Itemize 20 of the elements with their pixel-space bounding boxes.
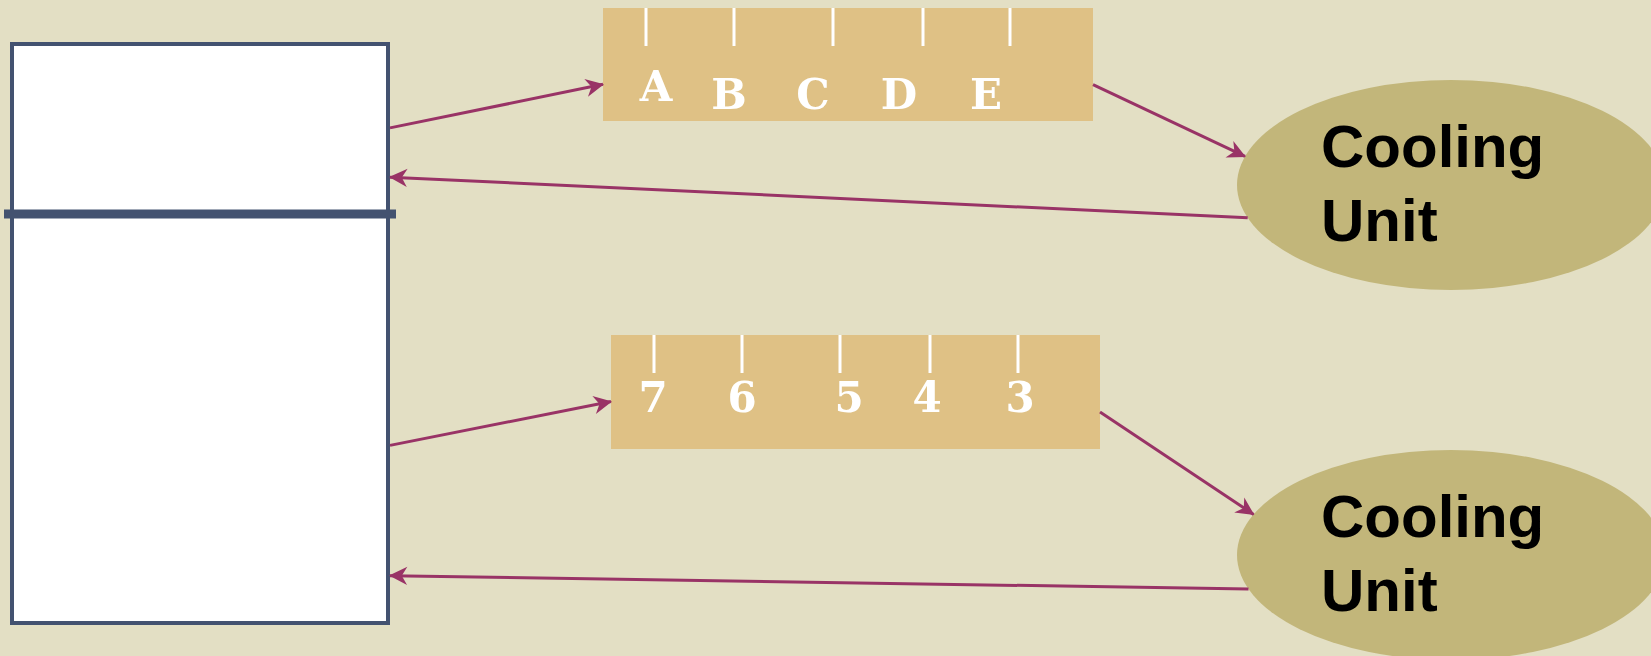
scale-label: 3 [1005, 377, 1035, 419]
scale-label: 4 [912, 377, 942, 419]
scale-label: B [711, 74, 747, 116]
arrow [389, 566, 1249, 591]
arrow [389, 168, 1248, 220]
arrow [1099, 410, 1255, 516]
scale-label: C [796, 74, 830, 116]
arrow [389, 396, 612, 447]
unit-label: Cooling Unit [1321, 482, 1546, 626]
scale-label: A [639, 66, 673, 108]
scale-label: 6 [727, 377, 757, 419]
scale-strip [603, 8, 1093, 121]
arrow [1092, 83, 1246, 158]
scale-label: D [880, 74, 918, 116]
scale-label: 5 [834, 377, 864, 419]
scale-strip [611, 335, 1100, 449]
unit-label: Cooling Unit [1321, 112, 1546, 256]
arrow [389, 79, 604, 130]
scale-label: E [970, 74, 1002, 116]
scale-label: 7 [638, 377, 668, 419]
